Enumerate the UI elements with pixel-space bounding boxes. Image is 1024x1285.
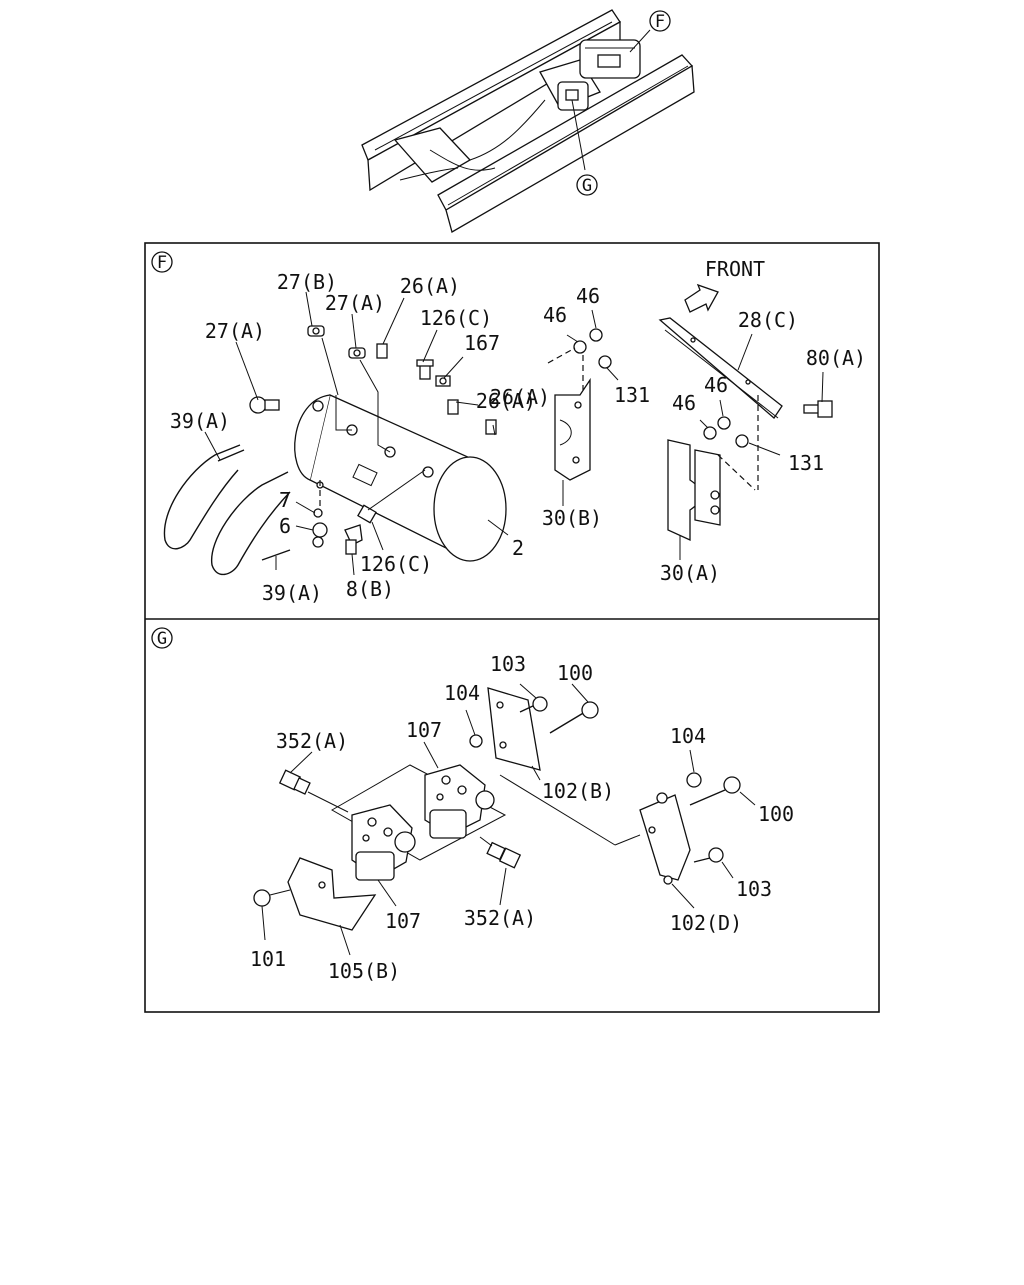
- svg-text:F: F: [157, 253, 167, 273]
- label-352a-top: 352(A): [276, 729, 348, 753]
- label-27b: 27(B): [277, 270, 337, 294]
- label-46-c: 46: [672, 391, 696, 415]
- panel-g-tag: G: [151, 627, 173, 649]
- label-30b: 30(B): [542, 506, 602, 530]
- overview-valves: [557, 81, 589, 111]
- label-28c: 28(C): [738, 308, 798, 332]
- label-80a: 80(A): [806, 346, 866, 370]
- nut-46-b: [589, 328, 603, 342]
- bolt-100-right: [689, 776, 741, 806]
- label-126c-top: 126(C): [420, 306, 492, 330]
- overview-air-tank: [579, 39, 641, 79]
- plug-7: [313, 508, 323, 518]
- svg-text:G: G: [157, 629, 167, 649]
- label-46-a: 46: [543, 303, 567, 327]
- svg-text:G: G: [582, 176, 592, 196]
- label-26a-top: 26(A): [400, 274, 460, 298]
- label-103-right: 103: [736, 877, 772, 901]
- callout-g: G: [576, 174, 598, 196]
- callout-f: F: [649, 10, 671, 32]
- fitting-352a-right: [486, 841, 522, 869]
- bracket-105b: [287, 857, 377, 931]
- fitting-352a-left: [278, 769, 311, 795]
- nut-104-top: [469, 734, 483, 748]
- bracket-102b: [487, 687, 541, 771]
- nut-46-c: [703, 426, 717, 440]
- bracket-102d: [639, 794, 691, 885]
- chassis-overview: F G: [361, 9, 695, 233]
- bracket-28c: [658, 317, 783, 419]
- label-131-a: 131: [614, 383, 650, 407]
- panel-g: G: [151, 627, 794, 983]
- u-bolt-39a-upper: [163, 444, 245, 550]
- label-7: 7: [279, 488, 291, 512]
- plug-26a-top: [376, 343, 388, 359]
- fitting-27a-left: [249, 396, 280, 414]
- label-100-right: 100: [758, 802, 794, 826]
- label-39a-bottom: 39(A): [262, 581, 322, 605]
- fitting-27b: [307, 325, 325, 337]
- label-126c-bottom: 126(C): [360, 552, 432, 576]
- label-46-d: 46: [704, 373, 728, 397]
- label-39a-top: 39(A): [170, 409, 230, 433]
- plug-26a-low: [485, 419, 497, 435]
- bolt-103-top: [519, 696, 548, 713]
- bolt-100-top: [549, 701, 599, 734]
- nut-46-d: [717, 416, 731, 430]
- frame-rail-front: [437, 54, 695, 233]
- label-131-b: 131: [788, 451, 824, 475]
- svg-text:F: F: [655, 12, 665, 32]
- label-352a-bottom: 352(A): [464, 906, 536, 930]
- label-27a-top: 27(A): [325, 291, 385, 315]
- nut-131-a: [598, 355, 612, 369]
- fitting-27a-top: [348, 347, 366, 359]
- valve-107-lower: [351, 804, 416, 881]
- label-100-top: 100: [557, 661, 593, 685]
- label-30a: 30(A): [660, 561, 720, 585]
- label-26a-low: 26(A): [490, 385, 550, 409]
- bolt-head-102d: [656, 792, 668, 804]
- label-102d: 102(D): [670, 911, 742, 935]
- elbow-8b: [344, 524, 363, 555]
- label-101: 101: [250, 947, 286, 971]
- label-104-top: 104: [444, 681, 480, 705]
- bolt-80a: [803, 400, 833, 418]
- drain-6: [312, 522, 328, 548]
- label-27a-left: 27(A): [205, 319, 265, 343]
- label-105b: 105(B): [328, 959, 400, 983]
- label-26a-mid: 26(A): [476, 389, 536, 413]
- plug-26a-mid: [447, 399, 459, 415]
- front-arrow: [684, 283, 719, 313]
- label-46-b: 46: [576, 284, 600, 308]
- fitting-167: [435, 375, 451, 387]
- u-bolt-39a-lower: [211, 471, 291, 576]
- bracket-30a: [667, 439, 721, 542]
- label-107-bottom: 107: [385, 909, 421, 933]
- nut-131-b: [735, 434, 749, 448]
- air-tank: [294, 394, 507, 562]
- front-label: FRONT: [705, 257, 765, 281]
- label-167: 167: [464, 331, 500, 355]
- label-2: 2: [512, 536, 524, 560]
- label-107-top: 107: [406, 718, 442, 742]
- label-103-top: 103: [490, 652, 526, 676]
- bolt-103-right: [693, 847, 724, 863]
- label-8b: 8(B): [346, 577, 394, 601]
- detail-frame: [144, 242, 880, 1013]
- bracket-30b: [554, 377, 591, 481]
- label-102b: 102(B): [542, 779, 614, 803]
- fitting-126c-top: [416, 359, 434, 380]
- label-6: 6: [279, 514, 291, 538]
- nut-46-a: [573, 340, 587, 354]
- valve-107-upper: [424, 764, 495, 839]
- nut-101: [253, 889, 271, 907]
- label-104-right: 104: [670, 724, 706, 748]
- nut-104-right: [686, 772, 702, 788]
- panel-f-tag: F: [151, 251, 173, 273]
- panel-f: F: [151, 251, 866, 605]
